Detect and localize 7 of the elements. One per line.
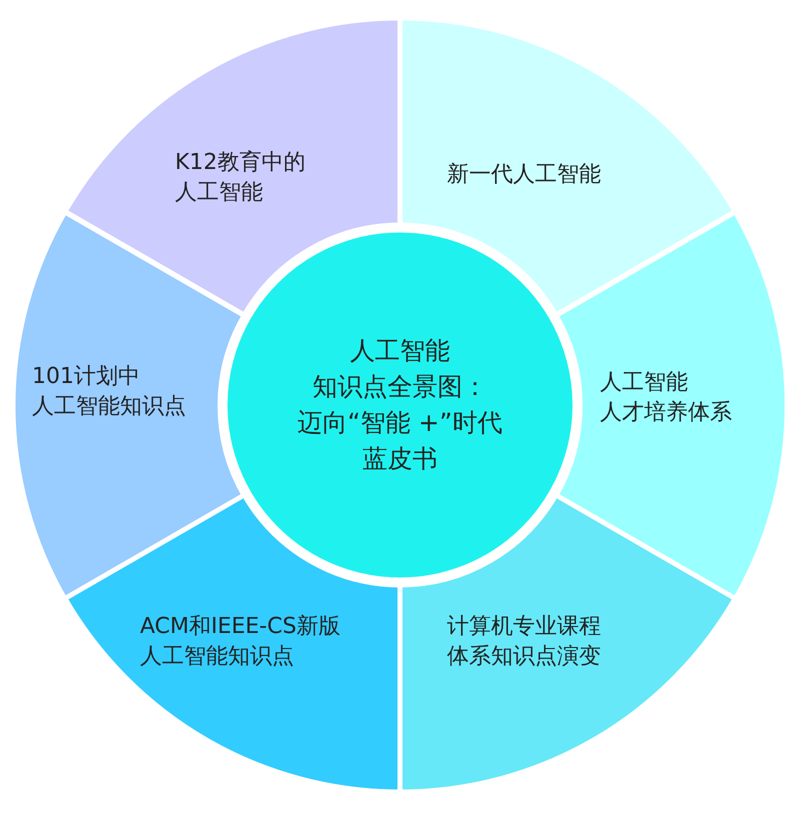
segment-label: ACM和IEEE-CS新版人工智能知识点 [140,613,340,671]
segment-label: 计算机专业课程体系知识点演变 [447,613,601,671]
hub-title: 人工智能知识点全景图：迈向“智能 +”时代蓝皮书 [298,335,502,475]
segment-label: K12教育中的人工智能 [174,149,306,207]
segment-label: 人工智能人才培养体系 [600,369,732,427]
segment-label: 新一代人工智能 [447,161,601,189]
segment-label: 101计划中人工智能知识点 [32,363,186,421]
